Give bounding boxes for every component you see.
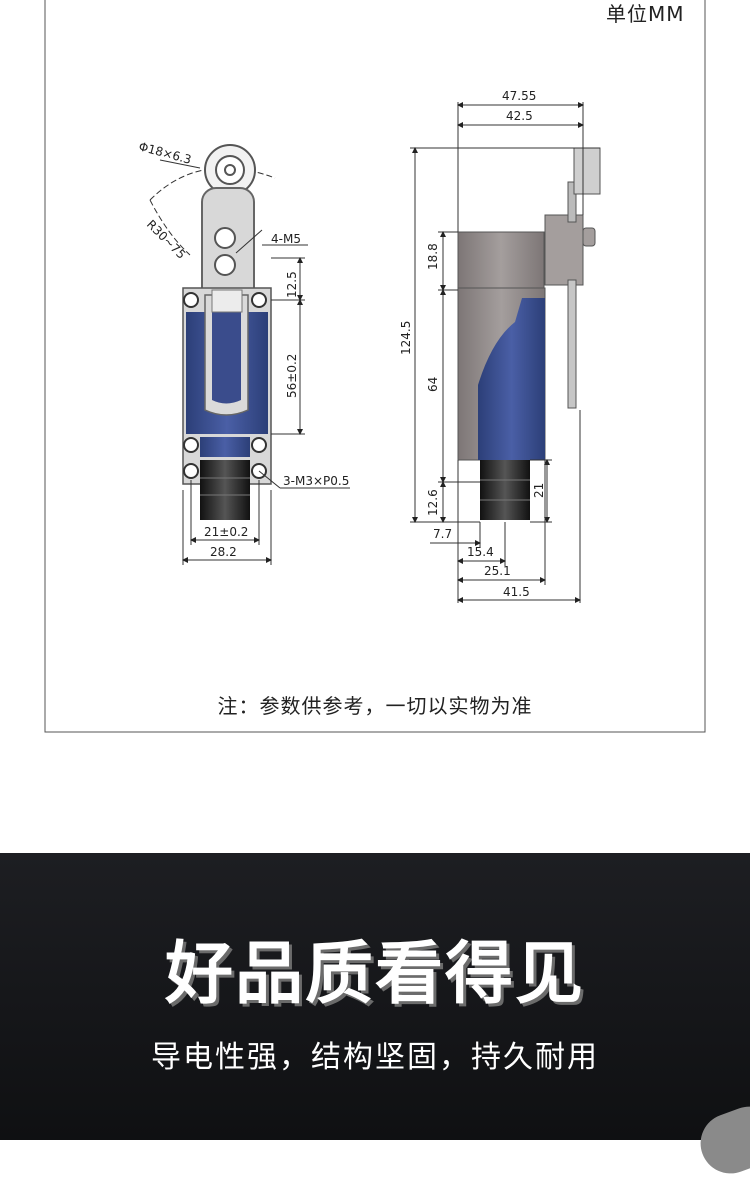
body-height-dim-label: 64 <box>426 377 440 392</box>
slot-length-dim-label: 56±0.2 <box>285 354 299 398</box>
body-depth-dim-label: 42.5 <box>506 109 533 123</box>
side-view: 47.55 42.5 124.5 18.8 64 12.6 21 <box>399 89 601 603</box>
width-dim-label: 28.2 <box>210 545 237 559</box>
offset-b-dim-label: 15.4 <box>467 545 494 559</box>
offset-c-dim-label: 25.1 <box>484 564 511 578</box>
banner-title: 好品质看得见 <box>164 935 585 1014</box>
mount-thread-label: 4-M5 <box>271 232 301 246</box>
banner-subtitle: 导电性强，结构坚固，持久耐用 <box>151 1040 599 1075</box>
base-depth-dim-label: 41.5 <box>503 585 530 599</box>
quality-banner <box>0 853 750 1140</box>
gland-length-dim-label: 21 <box>532 483 546 498</box>
gland-height-dim-label: 12.6 <box>426 489 440 516</box>
unit-label: 单位MM <box>606 2 685 26</box>
head-height-dim-label: 18.8 <box>426 243 440 270</box>
terminal-thread-label: 3-M3×P0.5 <box>283 474 349 488</box>
front-view: Φ18×6.3 R30~75 4-M5 12.5 56±0.2 3-M3×P0.… <box>137 139 350 565</box>
technical-drawing-panel: Φ18×6.3 R30~75 4-M5 12.5 56±0.2 3-M3×P0.… <box>44 0 706 733</box>
total-height-dim-label: 124.5 <box>399 321 413 355</box>
overall-depth-dim-label: 47.55 <box>502 89 536 103</box>
top-gap-dim-label: 12.5 <box>285 271 299 298</box>
offset-a-dim-label: 7.7 <box>433 527 452 541</box>
hole-spacing-dim-label: 21±0.2 <box>204 525 248 539</box>
dimension-drawing: Φ18×6.3 R30~75 4-M5 12.5 56±0.2 3-M3×P0.… <box>44 0 706 733</box>
disclaimer-note: 注：参数供参考，一切以实物为准 <box>217 694 533 718</box>
